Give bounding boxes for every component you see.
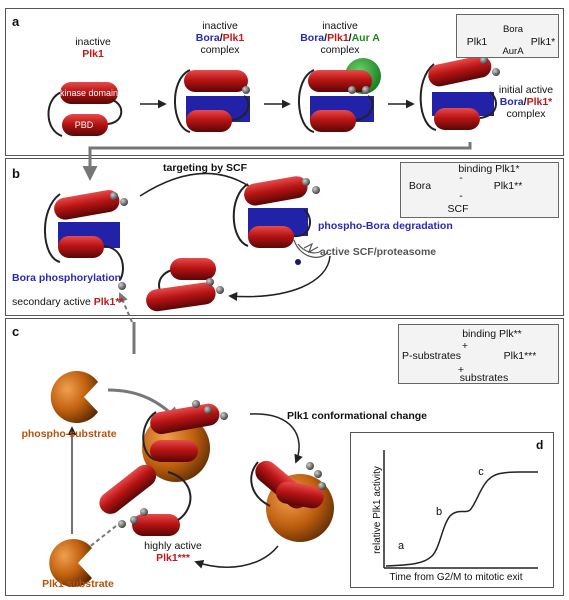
legend-b-right: Plk1** — [493, 180, 523, 192]
panel-a-label: a — [12, 14, 20, 29]
legend-b-minus2: - — [459, 190, 463, 202]
legend-c-left: P-substrates — [402, 350, 461, 362]
stage4-complex-name: Bora/Plk1* — [488, 96, 564, 108]
stage4-complex: complex — [506, 108, 546, 120]
degradation-label: phospho-Bora degradation — [318, 220, 453, 232]
kinase-domain-label: kinase domain — [59, 88, 119, 98]
legend-c-right: Plk1*** — [503, 350, 537, 362]
legend-a — [456, 14, 559, 58]
stage3-state: inactive — [322, 20, 358, 32]
stage4-state: initial active — [498, 84, 554, 96]
curve-mark-b: b — [435, 506, 443, 518]
legend-b-bottom: SCF — [447, 203, 469, 215]
stage3-plk1: Plk1 — [327, 32, 349, 44]
secondary-plk: Plk1** — [93, 296, 124, 308]
panel-d-label: d — [536, 438, 544, 452]
stage4-plk1: Plk1* — [526, 96, 553, 108]
panel-d-xlabel: Time from G2/M to mitotic exit — [389, 572, 523, 583]
curve-mark-a: a — [397, 540, 405, 552]
activity-curve — [385, 471, 538, 567]
legend-a-right: Plk1* — [530, 36, 556, 48]
proteasome-label: active SCF/proteasome — [320, 246, 437, 258]
conformational-change-label: Plk1 conformational change — [286, 410, 428, 422]
panel-d-plot — [383, 450, 538, 569]
legend-a-left: Plk1 — [466, 36, 488, 48]
targeting-label: targeting by SCF — [162, 162, 247, 174]
phospho-substrate-label: phospho-substrate — [21, 428, 117, 440]
legend-a-top: Bora — [502, 24, 524, 35]
panel-d — [350, 432, 554, 588]
panel-b-shapes — [44, 162, 487, 354]
stage2-bora: Bora — [195, 32, 220, 44]
legend-c-plus2: + — [457, 364, 465, 376]
legend-a-bottom: AurA — [502, 46, 524, 57]
curve-mark-c: c — [478, 466, 484, 478]
secondary-active-label: secondary active Plk1** — [12, 296, 152, 308]
bora-phosphorylation-label: Bora phosphorylation — [12, 272, 122, 284]
panel-d-ylabel: relative Plk1 activity — [372, 466, 383, 554]
stage3-bora: Bora — [300, 32, 325, 44]
legend-c — [398, 324, 559, 384]
legend-c-top: binding Plk** — [462, 328, 522, 340]
stage3-slash2: / — [348, 32, 352, 44]
stage2-complex-name: Bora/Plk1 — [180, 32, 260, 44]
panel-b-label: b — [12, 166, 20, 181]
legend-b-minus1: - — [459, 172, 463, 184]
stage1-state: inactive — [75, 36, 111, 48]
legend-c-bottom: substrates — [459, 372, 509, 384]
legend-c-plus1: + — [461, 340, 469, 352]
legend-b-left: Bora — [408, 180, 432, 192]
highly-active-label: highly active — [144, 540, 202, 552]
plk1-substrate-label: Plk1 substrate — [42, 578, 114, 590]
stage2-plk1: Plk1 — [222, 32, 245, 44]
stage2-state: inactive — [202, 20, 238, 32]
stage1-plk1: Plk1 — [82, 48, 104, 60]
stage3-slash1: / — [324, 32, 328, 44]
stage3-complex: complex — [320, 44, 360, 56]
plk-triple-label: Plk1*** — [156, 552, 190, 564]
stage3-aura: Aur A — [351, 32, 380, 44]
panel-a-shapes — [47, 38, 532, 181]
secondary-prefix: secondary active — [12, 296, 91, 308]
panel-c-label: c — [12, 324, 20, 339]
stage4-slash: / — [523, 96, 527, 108]
stage4-bora: Bora — [499, 96, 524, 108]
stage2-complex: complex — [200, 44, 240, 56]
stage3-complex-name: Bora/Plk1/Aur A — [290, 32, 390, 44]
pbd-label: PBD — [74, 120, 94, 130]
stage2-slash: / — [219, 32, 223, 44]
legend-b — [400, 162, 559, 218]
legend-b-top: binding Plk1* — [458, 163, 520, 175]
